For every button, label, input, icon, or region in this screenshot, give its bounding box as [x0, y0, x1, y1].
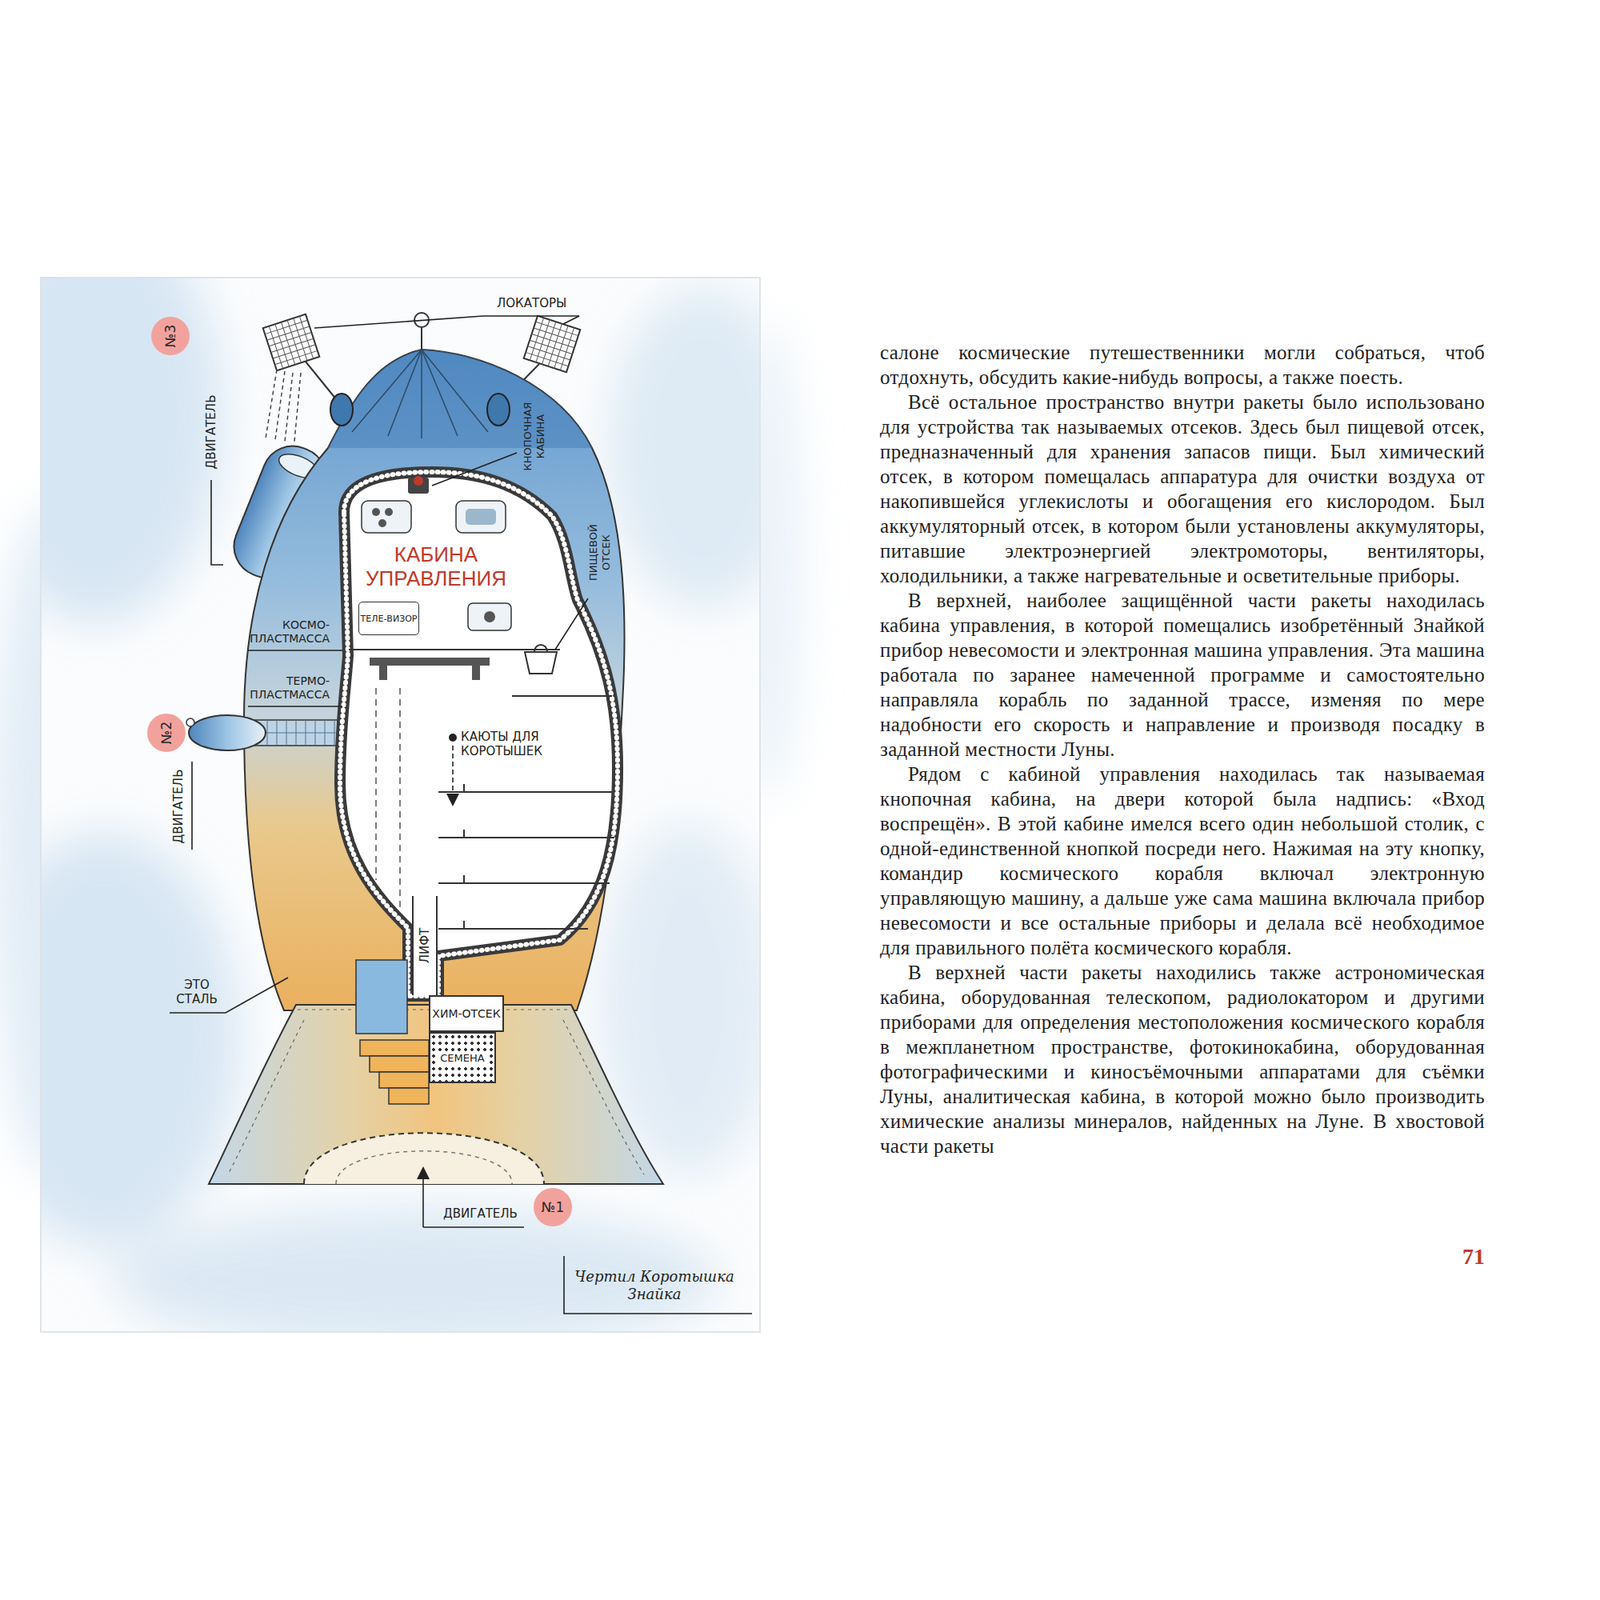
page-number: 71: [1462, 1244, 1485, 1270]
callout-number-text: №2: [158, 721, 175, 745]
callout-number-text: №1: [541, 1199, 565, 1216]
signature: Чертил Коротышка Знайка: [574, 1268, 735, 1303]
callout-number: №2: [147, 713, 186, 752]
callout-number: №3: [151, 316, 190, 356]
body-paragraph: Рядом с кабиной управления находилась та…: [880, 761, 1485, 960]
part-label: ЛОКАТОРЫ: [496, 296, 567, 311]
node-label: ТЕЛЕ-ВИЗОР: [360, 613, 418, 624]
node-label: ХИМ-ОТСЕК: [432, 1007, 500, 1020]
body-paragraph: салоне космические путешественники могли…: [880, 340, 1485, 390]
part-label: ДВИГАТЕЛЬ: [443, 1206, 518, 1221]
body-paragraph: Всё остальное пространство внутри ракеты…: [880, 389, 1485, 588]
part-label: КАЮТЫ ДЛЯ КОРОТЫШЕК: [460, 729, 589, 759]
text-column: салоне космические путешественники могли…: [880, 340, 1485, 1159]
part-label: ДВИГАТЕЛЬ: [171, 769, 186, 844]
part-label: КНОПОЧНАЯ КАБИНА: [521, 400, 547, 474]
callout-number: №1: [533, 1188, 572, 1227]
control-cabin: КАБИНА УПРАВЛЕНИЯ ТЕЛЕ-ВИЗОР: [336, 488, 536, 648]
chem-compartment: ХИМ-ОТСЕК: [428, 995, 504, 1032]
node-label: СЕМЕНА: [437, 1051, 487, 1065]
node-label: КАБИНА УПРАВЛЕНИЯ: [336, 542, 536, 591]
body-paragraph: В верхней, наиболее защищённой части рак…: [880, 588, 1485, 762]
body-paragraph: В верхней части ракеты находились также …: [880, 960, 1485, 1159]
tv-box: ТЕЛЕ-ВИЗОР: [358, 601, 420, 636]
seeds-compartment: СЕМЕНА: [428, 1032, 496, 1084]
material-label: КОСМО-ПЛАСТМАССА: [248, 618, 330, 646]
lift-shaft: ЛИФТ: [412, 896, 438, 996]
material-label: ЭТО СТАЛЬ: [168, 977, 226, 1007]
part-label: ДВИГАТЕЛЬ: [204, 395, 219, 470]
part-label: ПИЩЕВОЙ ОТСЕК: [587, 520, 612, 586]
callout-number-text: №3: [162, 324, 179, 348]
node-label: ЛИФТ: [417, 928, 432, 964]
material-label: ТЕРМО-ПЛАСТМАССА: [248, 674, 330, 702]
